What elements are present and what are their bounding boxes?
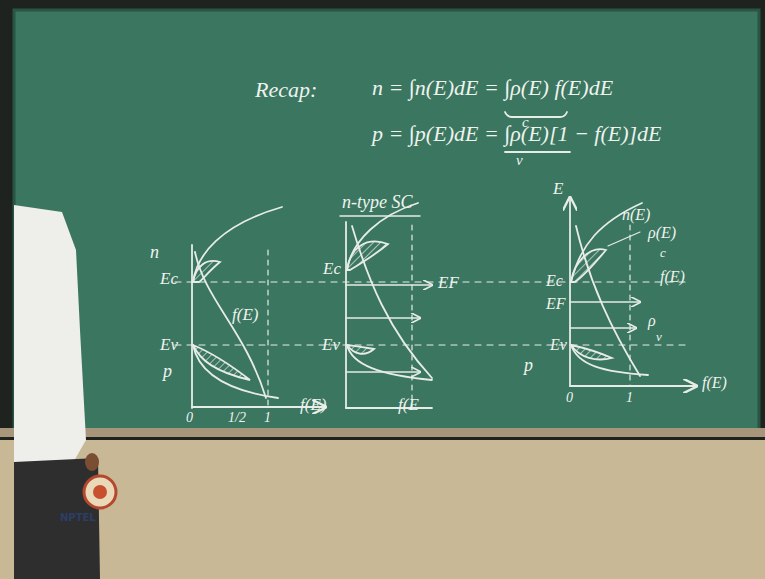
chalk-label: p <box>524 356 533 376</box>
chalk-label: p = ∫p(E)dE = ∫ρ(E)[1 − f(E)]dE <box>372 122 662 146</box>
chalk-label: Ec <box>160 270 178 289</box>
chalk-label: Ev <box>550 336 567 354</box>
logo-text: NPTEL <box>60 512 96 523</box>
chalk-label: 0 <box>186 410 193 425</box>
chalk-label: n = ∫n(E)dE = ∫ρ(E) f(E)dE <box>372 76 613 100</box>
chalk-label: EF <box>438 274 459 293</box>
chalk-label: Ev <box>322 336 340 355</box>
chalk-label: E <box>553 180 563 199</box>
chalk-label: 1 <box>264 410 271 425</box>
chalk-label: EF <box>546 295 566 313</box>
chalk-label: v <box>516 152 523 169</box>
chalk-label: Recap: <box>255 78 317 102</box>
chalk-label: 1/2 <box>228 410 246 425</box>
chalk-label: Ec <box>546 272 563 290</box>
chalk-label: f(E) <box>702 374 727 392</box>
chalk-label: ρ(E) <box>648 224 676 242</box>
chalk-label: n(E) <box>622 206 650 224</box>
chalk-label: Ev <box>160 336 178 355</box>
chalk-label: c <box>660 246 666 260</box>
chalk-label: Ec <box>323 260 341 279</box>
chalk-label: n-type SC <box>342 193 412 213</box>
chalk-label: v <box>656 330 662 344</box>
chalk-label: 1 <box>626 390 633 405</box>
chalk-label: n <box>150 243 159 263</box>
chalk-label: ρ <box>648 312 656 330</box>
chalk-label: f(E <box>398 396 419 415</box>
chalk-label: p <box>163 362 172 382</box>
chalk-label: f(E) <box>232 306 258 325</box>
chalk-label: f(E) <box>300 396 326 415</box>
chalk-label: f(E) <box>660 268 685 286</box>
chalk-label: 0 <box>566 390 573 405</box>
